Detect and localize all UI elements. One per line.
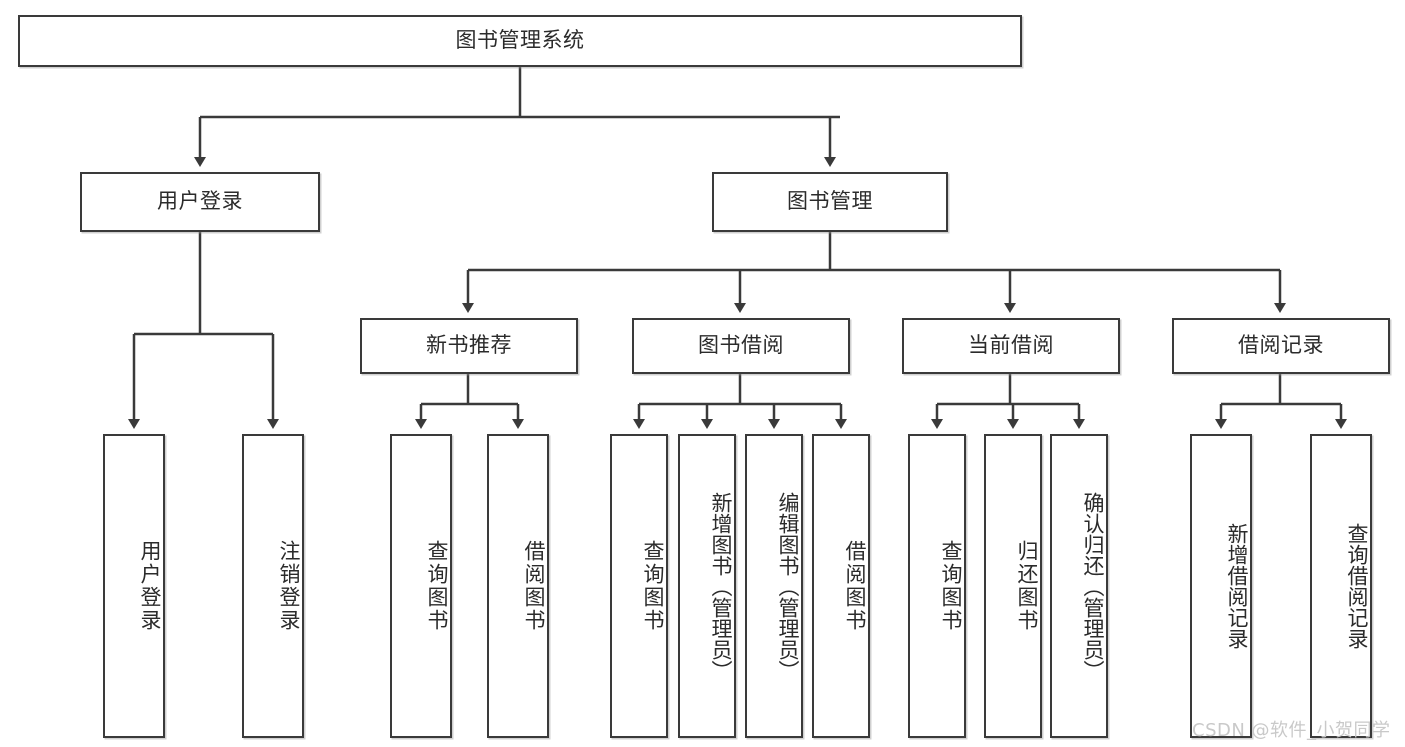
- node-new-book-recommendation[interactable]: 新书推荐: [360, 318, 578, 374]
- node-book-borrowing[interactable]: 图书借阅: [632, 318, 850, 374]
- leaf-return-book[interactable]: 归还图书: [984, 434, 1042, 738]
- leaf-edit-book-admin[interactable]: 编辑图书（管理员）: [745, 434, 803, 738]
- leaf-borrow-book-rec[interactable]: 借阅图书: [487, 434, 549, 738]
- node-user-login[interactable]: 用户登录: [80, 172, 320, 232]
- leaf-query-book-current[interactable]: 查询图书: [908, 434, 966, 738]
- leaf-borrow-book[interactable]: 借阅图书: [812, 434, 870, 738]
- leaf-confirm-return-admin[interactable]: 确认归还（管理员）: [1050, 434, 1108, 738]
- leaf-query-book-borrow[interactable]: 查询图书: [610, 434, 668, 738]
- leaf-query-book-rec[interactable]: 查询图书: [390, 434, 452, 738]
- leaf-add-borrow-record[interactable]: 新增借阅记录: [1190, 434, 1252, 738]
- leaf-logout[interactable]: 注销登录: [242, 434, 304, 738]
- csdn-watermark: CSDN @软件_小贺同学: [1192, 720, 1391, 741]
- node-book-management[interactable]: 图书管理: [712, 172, 948, 232]
- node-current-borrowing[interactable]: 当前借阅: [902, 318, 1120, 374]
- leaf-add-book-admin[interactable]: 新增图书（管理员）: [678, 434, 736, 738]
- leaf-user-login[interactable]: 用户登录: [103, 434, 165, 738]
- node-borrowing-record[interactable]: 借阅记录: [1172, 318, 1390, 374]
- node-root[interactable]: 图书管理系统: [18, 15, 1022, 67]
- leaf-query-borrow-record[interactable]: 查询借阅记录: [1310, 434, 1372, 738]
